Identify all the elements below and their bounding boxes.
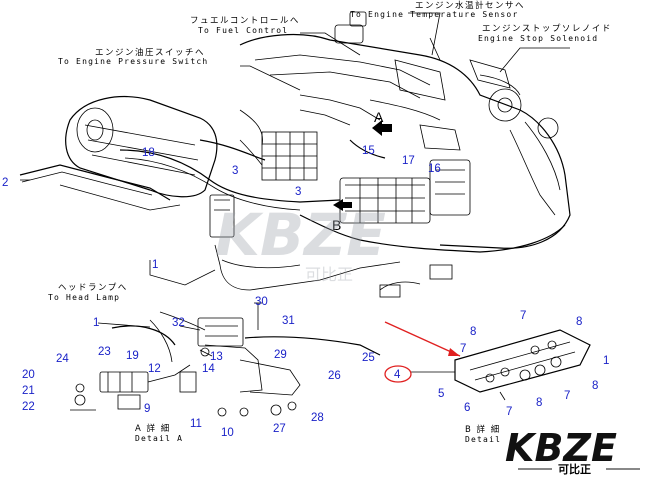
part-number-31: 31	[282, 315, 295, 327]
view-a-label: A	[374, 109, 384, 125]
callout-fuel-control: フュエルコントロールへ To Fuel Control	[190, 16, 300, 35]
part-number-19: 19	[126, 350, 139, 362]
part-number-30: 30	[255, 296, 268, 308]
pressure-switch-en: To Engine Pressure Switch	[58, 57, 208, 66]
brand-logo: KBZE 可比正	[505, 426, 640, 476]
part-number-10: 10	[221, 427, 234, 439]
relay-cluster	[339, 159, 471, 224]
part-number-4: 4	[394, 369, 401, 381]
part-number-27: 27	[273, 423, 286, 435]
part-number-26: 26	[328, 370, 341, 382]
view-b-label: B	[332, 217, 341, 233]
logo-brand: KBZE	[505, 426, 617, 470]
part-number-13: 13	[210, 351, 223, 363]
part-number-7b: 7	[564, 390, 570, 402]
part-number-16: 16	[428, 163, 441, 175]
detail-b-jp: B 詳 細	[465, 424, 501, 435]
head-lamp-jp: ヘッドランプへ	[58, 283, 128, 293]
part-number-17: 17	[402, 155, 415, 167]
callout-head-lamp: ヘッドランプへ To Head Lamp	[48, 283, 128, 302]
detail-a-en: Detail A	[135, 434, 183, 443]
alternator-assembly	[19, 96, 218, 211]
part-number-15: 15	[362, 145, 375, 157]
part-number-20: 20	[22, 369, 35, 381]
callout-pressure-switch: エンジン油圧スイッチへ To Engine Pressure Switch	[58, 47, 208, 66]
part-number-7a: 7	[506, 406, 512, 418]
part-number-14: 14	[202, 363, 215, 375]
detail-b-title: B 詳 細 Detail	[465, 424, 501, 444]
harness-wires	[119, 37, 566, 298]
stop-solenoid-jp: エンジンストップソレノイド	[482, 24, 612, 34]
part-number-12: 12	[148, 363, 161, 375]
part-number-8c: 8	[470, 326, 476, 338]
part-number-22: 22	[22, 401, 35, 413]
watermark: KBZE 可比正	[215, 201, 386, 284]
watermark-sub: 可比正	[305, 265, 353, 284]
detail-a-jp: A 詳 細	[135, 423, 171, 434]
part-number-2: 2	[2, 177, 8, 189]
temp-sensor-jp: エンジン水温計センサへ	[415, 0, 525, 11]
part-number-8d: 8	[576, 316, 582, 328]
watermark-brand: KBZE	[215, 201, 386, 269]
part-number-29: 29	[274, 349, 287, 361]
part-number-7d: 7	[520, 310, 526, 322]
view-arrow-a	[372, 120, 392, 136]
detail-a-title: A 詳 細 Detail A	[135, 423, 183, 443]
highlight-callout	[384, 321, 461, 383]
pressure-switch-jp: エンジン油圧スイッチへ	[95, 47, 205, 58]
part-number-1b: 1	[93, 317, 99, 329]
fuel-control-en: To Fuel Control	[198, 26, 288, 35]
part-number-3a: 3	[232, 165, 238, 177]
part-number-1c: 1	[603, 355, 609, 367]
logo-sub: 可比正	[558, 462, 591, 476]
fuse-block	[261, 131, 318, 181]
part-number-28: 28	[311, 412, 324, 424]
temp-sensor-en: To Engine Temperature Sensor	[350, 10, 518, 19]
part-number-23: 23	[98, 346, 111, 358]
detail-b-en: Detail	[465, 435, 501, 444]
callout-stop-solenoid: エンジンストップソレノイド Engine Stop Solenoid	[478, 24, 612, 43]
callout-temperature-sensor: エンジン水温計センサへ To Engine Temperature Sensor	[350, 0, 525, 19]
stop-solenoid-en: Engine Stop Solenoid	[478, 34, 598, 43]
part-number-3b: 3	[295, 186, 301, 198]
part-number-18: 18	[142, 147, 155, 159]
leader-lines	[20, 12, 570, 331]
part-number-6: 6	[464, 402, 470, 414]
part-number-5: 5	[438, 388, 444, 400]
part-number-1a: 1	[152, 259, 158, 271]
part-number-21: 21	[22, 385, 35, 397]
part-number-11: 11	[190, 418, 202, 430]
part-number-24: 24	[56, 353, 69, 365]
part-number-7c: 7	[460, 343, 466, 355]
part-number-9: 9	[144, 403, 150, 415]
part-number-8a: 8	[536, 397, 542, 409]
part-number-8b: 8	[592, 380, 598, 392]
part-numbers: 2 18 3 3 15 17 16 1 30 31 32 1 13 29 25 …	[2, 145, 609, 439]
view-arrow-b	[333, 199, 352, 211]
fuel-control-jp: フュエルコントロールへ	[190, 16, 300, 26]
head-lamp-en: To Head Lamp	[48, 293, 120, 302]
part-number-32: 32	[172, 317, 185, 329]
engine-assembly	[239, 11, 571, 249]
detail-b-drawing	[410, 329, 591, 401]
detail-a-drawing	[70, 302, 381, 417]
part-number-25: 25	[362, 352, 375, 364]
